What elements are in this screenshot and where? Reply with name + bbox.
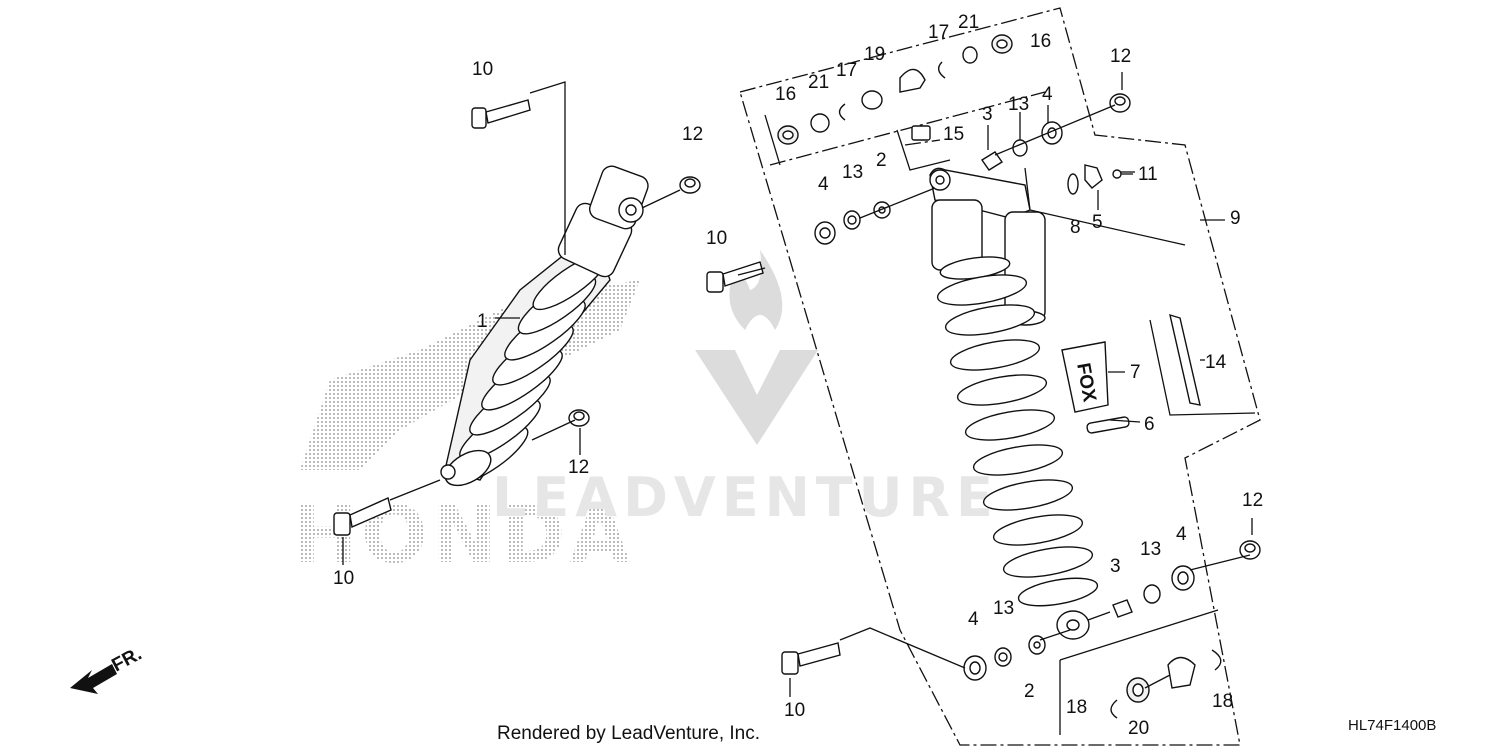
callout-4-upper-left: 4 bbox=[818, 174, 829, 195]
callout-6: 6 bbox=[1144, 414, 1155, 435]
nut-12-upper-right bbox=[1109, 93, 1131, 113]
bolt-10-bottom-right bbox=[781, 642, 841, 675]
callout-8: 8 bbox=[1070, 217, 1081, 238]
bushing-13-lower-right bbox=[1143, 584, 1161, 604]
shock-assembly-left bbox=[440, 165, 649, 487]
band-6 bbox=[1086, 416, 1130, 434]
diagram-code: HL74F1400B bbox=[1348, 717, 1436, 734]
callout-13-lower-right: 13 bbox=[1140, 539, 1161, 560]
front-direction-arrow: FR. bbox=[70, 643, 145, 694]
callout-labels: 10 12 1 12 10 10 16 21 17 19 17 21 16 12… bbox=[333, 12, 1263, 739]
callout-3-upper: 3 bbox=[982, 104, 993, 125]
callout-18-right: 18 bbox=[1212, 691, 1233, 712]
callout-10-top-left: 10 bbox=[472, 59, 493, 80]
callout-4-lower-left: 4 bbox=[968, 609, 979, 630]
bolt-10-top-left bbox=[471, 99, 531, 129]
callout-21-right: 21 bbox=[958, 12, 979, 33]
arrow-left-icon bbox=[70, 664, 117, 694]
callout-1: 1 bbox=[477, 311, 488, 332]
callout-12-top-left: 12 bbox=[682, 124, 703, 145]
callout-18-left: 18 bbox=[1066, 697, 1087, 718]
callout-5: 5 bbox=[1092, 212, 1103, 233]
washer-4-lower-right bbox=[1171, 565, 1195, 591]
bushing-13-lower-left bbox=[994, 647, 1012, 667]
callout-16-right: 16 bbox=[1030, 31, 1051, 52]
nut-12-mid-left bbox=[568, 409, 590, 427]
collar-2-lower bbox=[1028, 635, 1046, 655]
callout-10-center: 10 bbox=[706, 228, 727, 249]
callout-12-upper-right: 12 bbox=[1110, 46, 1131, 67]
bushing-13-upper-left bbox=[843, 210, 861, 230]
washer-8 bbox=[1067, 173, 1079, 195]
clip-5 bbox=[1084, 164, 1103, 189]
callout-12-lower-right: 12 bbox=[1242, 490, 1263, 511]
leadventure-watermark-text: LEADVENTURE bbox=[492, 466, 999, 529]
callout-7: 7 bbox=[1130, 362, 1141, 383]
callout-4-lower-right: 4 bbox=[1176, 524, 1187, 545]
bolt-10-center bbox=[706, 261, 764, 293]
callout-10-bottom-right: 10 bbox=[784, 700, 805, 721]
callout-3-lower: 3 bbox=[1110, 556, 1121, 577]
collar-2-upper bbox=[873, 201, 891, 219]
bolt-10-bottom-left bbox=[333, 497, 392, 536]
strip-14 bbox=[1169, 313, 1201, 406]
callout-13-upper-left: 13 bbox=[842, 162, 863, 183]
decal-7: FOX bbox=[1061, 341, 1109, 413]
leadventure-watermark: LEADVENTURE bbox=[492, 250, 999, 529]
callout-16-left: 16 bbox=[775, 84, 796, 105]
washer-4-lower-left bbox=[963, 655, 987, 681]
right-group-outline bbox=[739, 7, 1261, 746]
callout-2-lower: 2 bbox=[1024, 681, 1035, 702]
callout-19: 19 bbox=[864, 44, 885, 65]
screw-11 bbox=[1112, 169, 1133, 179]
nut-12-lower-right bbox=[1239, 540, 1261, 560]
callout-12-mid-left: 12 bbox=[568, 457, 589, 478]
bushing-kit-lower bbox=[1110, 649, 1222, 719]
callout-17-left: 17 bbox=[836, 60, 857, 81]
flame-logo-icon bbox=[729, 250, 783, 330]
callout-17-right: 17 bbox=[928, 22, 949, 43]
honda-watermark-text: HONDA bbox=[292, 491, 634, 581]
callout-10-bottom-left: 10 bbox=[333, 568, 354, 589]
washer-4-upper-left bbox=[814, 221, 836, 245]
callout-14: 14 bbox=[1205, 352, 1227, 373]
callout-13-upper-right: 13 bbox=[1008, 94, 1029, 115]
callout-2-upper: 2 bbox=[876, 150, 887, 171]
callout-13-lower-left: 13 bbox=[993, 598, 1014, 619]
callout-21-left: 21 bbox=[808, 72, 829, 93]
callout-15: 15 bbox=[943, 124, 964, 145]
callout-4-upper-right: 4 bbox=[1042, 84, 1053, 105]
callout-11: 11 bbox=[1138, 164, 1158, 185]
v-logo-icon bbox=[695, 350, 818, 445]
bushing-kit-upper bbox=[777, 34, 1013, 145]
shock-assembly-right bbox=[929, 167, 1099, 640]
nut-12-top-left bbox=[679, 176, 701, 194]
callout-20: 20 bbox=[1128, 718, 1149, 739]
washer-4-upper-right bbox=[1041, 121, 1063, 145]
collar-3-lower bbox=[1112, 599, 1133, 618]
callout-9: 9 bbox=[1230, 208, 1241, 229]
footer-credit: Rendered by LeadVenture, Inc. bbox=[497, 723, 760, 744]
collar-3-upper bbox=[981, 151, 1003, 171]
